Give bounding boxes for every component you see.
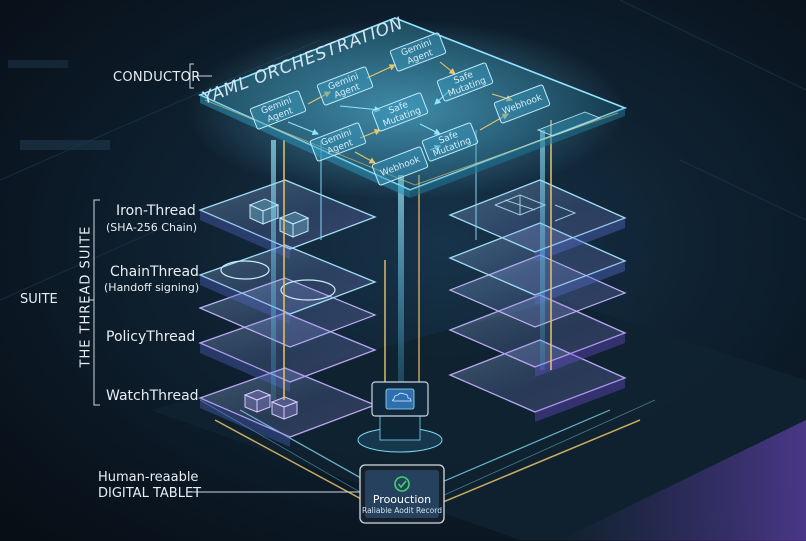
node-box	[493, 84, 551, 124]
conductor-plane	[185, 17, 628, 200]
thread-suite-vertical-label: THE THREAD SUITE	[78, 225, 94, 368]
right-plate-1-side	[535, 218, 625, 262]
label-brackets	[88, 63, 212, 406]
node-box	[316, 66, 374, 106]
node-box	[309, 122, 367, 162]
right-plate-4-side	[535, 378, 625, 422]
node-box	[371, 92, 429, 132]
suite-label: SUITE	[20, 292, 58, 307]
floor-violet-glow	[560, 420, 806, 541]
bg-panel-left	[20, 140, 110, 150]
left-thread-tower	[198, 179, 377, 447]
thread-iron-detail: (SHA-256 Chain)	[106, 221, 198, 234]
thread-policy-name: PolicyThread	[106, 329, 196, 345]
thread-watch-name: WatchThread	[106, 388, 199, 404]
tablet-label-line1: Human-reaable	[98, 470, 199, 485]
cloud-icon	[392, 392, 412, 402]
watch-cubes	[243, 389, 299, 420]
tablet-screen	[365, 470, 439, 518]
conductor-side-widget	[536, 111, 602, 137]
node-box	[249, 90, 307, 130]
left-plate-1-side	[200, 210, 290, 259]
right-thread-tower	[448, 179, 627, 422]
node-box	[436, 62, 494, 102]
thread-chain-name: ChainThread	[110, 264, 199, 280]
tablet-subtitle: Raliable Aodit Record	[362, 506, 442, 515]
node-box	[389, 32, 447, 72]
right-plate-1	[448, 179, 627, 253]
floor-plane	[150, 300, 806, 540]
conductor-label: CONDUCTOR	[113, 70, 201, 85]
thread-chain-detail: (Handoff signing)	[104, 281, 200, 294]
left-plate-3-side	[200, 343, 290, 392]
node-box	[421, 122, 479, 162]
right-plate-2-side	[535, 261, 625, 305]
left-plate-2	[198, 244, 377, 315]
tablet-label-line2: DIGITAL TABLET	[98, 486, 202, 501]
orchestration-nodes: GeminiAgentGeminiAgentGeminiAgentSafeMut…	[249, 32, 551, 186]
conductor-plane-edge-right	[410, 108, 625, 198]
tablet-title: Proouction	[373, 493, 431, 506]
left-plate-2-side	[200, 275, 290, 324]
check-icon	[394, 476, 410, 492]
right-plate-3-side	[535, 333, 625, 377]
conductor-plane-edge-left	[200, 95, 410, 198]
node-box	[371, 146, 429, 186]
handoff-signing-ovals	[220, 260, 336, 301]
node-connections	[287, 61, 514, 164]
proof-monitor	[357, 381, 443, 453]
digital-tablet: Proouction Raliable Aodit Record	[190, 464, 445, 524]
thread-iron-name: Iron-Thread	[116, 203, 196, 219]
left-plate-4-side	[200, 398, 290, 447]
bg-panel-left-2	[8, 60, 68, 68]
